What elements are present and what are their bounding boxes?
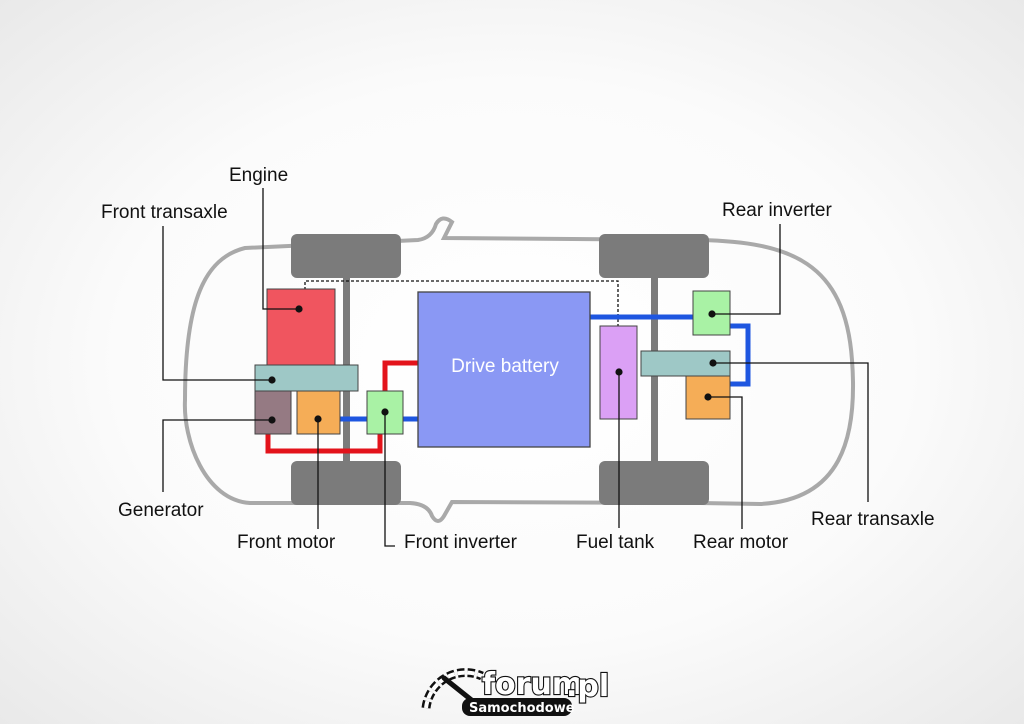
dot-fuel-tank — [615, 368, 623, 376]
logo-pl-text: .pl — [566, 669, 609, 704]
dot-front-motor — [314, 415, 322, 423]
dot-rear-transaxle — [709, 359, 717, 367]
leader-engine — [262, 188, 299, 310]
dot-front-inverter — [381, 408, 389, 416]
leader-rear-transaxle — [713, 362, 869, 502]
dot-generator — [268, 416, 276, 424]
label-fuel-tank: Fuel tank — [576, 532, 655, 553]
label-front-inverter: Front inverter — [404, 532, 518, 553]
label-front-transaxle: Front transaxle — [101, 202, 228, 223]
wheel-rear-right — [599, 461, 709, 505]
label-rear-inverter: Rear inverter — [722, 200, 832, 221]
logo-forum-text: forum — [482, 667, 583, 702]
logo-needle — [441, 675, 477, 705]
label-rear-motor: Rear motor — [693, 532, 789, 553]
hv-cable-red-battery — [382, 360, 418, 391]
watermark-logo: forum .pl Samochodowe — [421, 666, 610, 716]
label-generator: Generator — [118, 500, 204, 521]
leader-rear-motor — [708, 396, 743, 529]
hv-cable-red — [265, 433, 383, 454]
leader-front-inverter — [384, 412, 395, 547]
leader-front-transaxle — [162, 226, 272, 381]
wheel-rear-left — [599, 234, 709, 278]
leader-lines — [162, 188, 869, 547]
hv-cable-blue-rear-loop — [730, 323, 751, 387]
wheel-front-left — [291, 234, 401, 278]
dot-rear-motor — [704, 393, 712, 401]
drive-battery-block — [417, 291, 591, 448]
label-drive-battery: Drive battery — [451, 356, 559, 377]
dot-rear-inverter — [708, 310, 716, 318]
leader-generator — [162, 419, 272, 492]
label-rear-transaxle: Rear transaxle — [811, 509, 935, 530]
fuel-line — [304, 280, 619, 326]
dot-engine — [295, 305, 303, 313]
label-engine: Engine — [229, 165, 288, 186]
generator-block — [254, 390, 292, 435]
leader-rear-inverter — [712, 224, 781, 315]
logo-sub-text: Samochodowe — [469, 701, 575, 716]
engine-block — [266, 288, 336, 366]
car-body-outline — [182, 216, 856, 523]
logo-sub-bar — [462, 698, 572, 716]
anchor-dots — [268, 305, 717, 424]
logo-gauge-arc-inner — [424, 670, 483, 709]
dot-front-transaxle — [268, 376, 276, 384]
label-front-motor: Front motor — [237, 532, 336, 553]
